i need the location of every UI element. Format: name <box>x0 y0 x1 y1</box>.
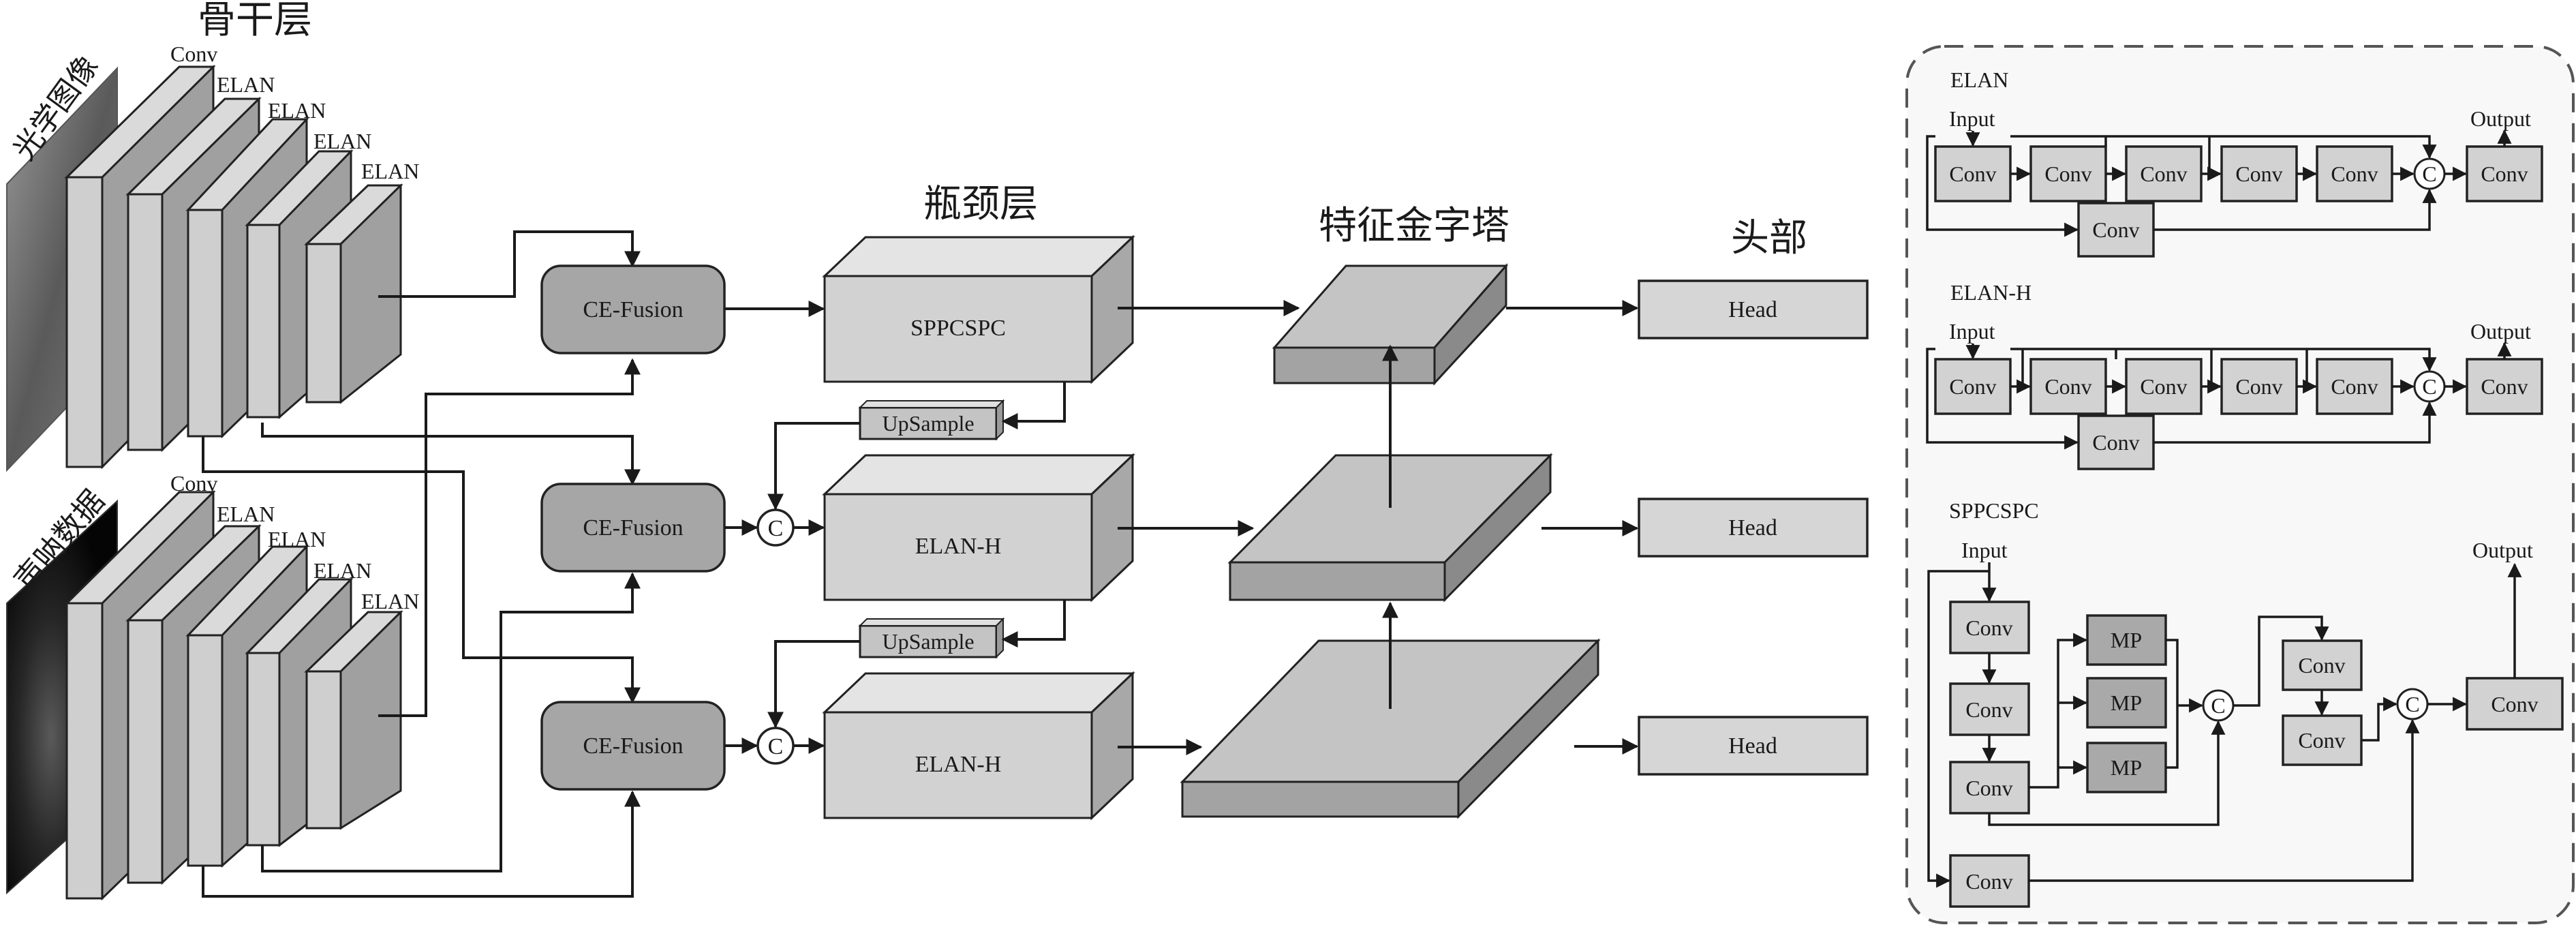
inset-elanh: ELAN-H Input Output Conv Conv Conv Conv … <box>1926 280 2543 470</box>
layer-label: ELAN <box>217 72 275 97</box>
svg-text:C: C <box>768 516 784 541</box>
layer-label: ELAN <box>361 589 419 613</box>
conv-label: Conv <box>2491 692 2538 716</box>
conv-label: Conv <box>2298 653 2345 678</box>
neck-title: 瓶颈层 <box>923 182 1038 226</box>
bottom-backbone: Conv ELAN ELAN ELAN ELAN <box>64 471 419 901</box>
neck-label: ELAN-H <box>915 752 1002 777</box>
layer-label: ELAN <box>268 98 326 123</box>
conv-label: Conv <box>2092 217 2139 242</box>
head-box-2: Head <box>1638 498 1869 558</box>
inset-elan: ELAN Input Output Conv Conv Conv Conv Co… <box>1926 67 2543 258</box>
conv-label: Conv <box>2331 374 2378 399</box>
concat-node: C <box>756 508 795 547</box>
conv-label: Conv <box>1965 869 2012 894</box>
conv-label: Conv <box>1965 616 2012 640</box>
neck-label: ELAN-H <box>915 534 1002 559</box>
inset-output-label: Output <box>2470 319 2531 344</box>
head-title: 头部 <box>1731 216 1807 260</box>
conv-label: Conv <box>2140 374 2187 399</box>
fusion-label: CE-Fusion <box>583 297 683 322</box>
inset-output-label: Output <box>2470 106 2531 131</box>
conv-label: Conv <box>1965 776 2012 800</box>
conv-label: Conv <box>2044 374 2091 399</box>
fusion-label: CE-Fusion <box>583 733 683 759</box>
inset-sppcspc: SPPCSPC Input Output Conv Conv Conv Conv… <box>1927 498 2564 908</box>
neck-sppcspc: SPPCSPC <box>822 234 1135 384</box>
layer-label: ELAN <box>268 527 326 551</box>
fusion-block-1: CE-Fusion <box>540 264 726 354</box>
pyramid-level-1 <box>1272 263 1509 386</box>
pyramid-level-2 <box>1227 453 1553 603</box>
concat-label: C <box>2405 692 2419 716</box>
concat-label: C <box>2422 374 2436 399</box>
conv-label: Conv <box>2235 162 2282 186</box>
top-backbone: Conv ELAN ELAN ELAN ELAN <box>64 42 419 470</box>
neck-elanh-2: ELAN-H <box>822 671 1135 821</box>
inset-input-label: Input <box>1949 319 1995 344</box>
conv-label: Conv <box>2092 430 2139 455</box>
mp-label: MP <box>2111 755 2142 780</box>
neck-label: SPPCSPC <box>910 316 1006 341</box>
inset-input-label: Input <box>1949 106 1995 131</box>
conv-label: Conv <box>2481 162 2528 186</box>
mp-label: MP <box>2111 690 2142 715</box>
layer-label: Conv <box>170 42 217 66</box>
concat-label: C <box>2422 162 2436 186</box>
head-label: Head <box>1728 515 1777 541</box>
conv-label: Conv <box>2044 162 2091 186</box>
backbone-title: 骨干层 <box>198 0 312 42</box>
neck-elanh-1: ELAN-H <box>822 453 1135 603</box>
detail-inset-panel: ELAN Input Output Conv Conv Conv Conv Co… <box>1905 45 2575 924</box>
svg-text:C: C <box>768 734 784 759</box>
fusion-block-2: CE-Fusion <box>540 483 726 573</box>
head-box-3: Head <box>1638 716 1869 776</box>
fusion-block-3: CE-Fusion <box>540 701 726 791</box>
concat-node: C <box>756 727 795 765</box>
layer-label: Conv <box>170 471 217 496</box>
inset-input-label: Input <box>1961 538 2008 562</box>
layer-label: ELAN <box>217 502 275 526</box>
conv-label: Conv <box>2298 728 2345 753</box>
upsample-box-1: UpSample <box>858 399 1005 441</box>
head-label: Head <box>1728 297 1777 322</box>
conv-label: Conv <box>2481 374 2528 399</box>
upsample-box-2: UpSample <box>858 617 1005 659</box>
fusion-label: CE-Fusion <box>583 515 683 541</box>
pyramid-level-3 <box>1180 638 1601 819</box>
inset-title: SPPCSPC <box>1949 498 2039 523</box>
backbone-slab <box>304 183 403 404</box>
layer-label: ELAN <box>361 159 419 183</box>
concat-label: C <box>2211 693 2225 718</box>
conv-label: Conv <box>1965 697 2012 722</box>
backbone-connectors <box>202 230 641 898</box>
upsample-label: UpSample <box>882 411 974 436</box>
mp-label: MP <box>2111 628 2142 652</box>
conv-label: Conv <box>2140 162 2187 186</box>
upsample-label: UpSample <box>882 629 974 654</box>
backbone-slab <box>304 610 403 830</box>
conv-label: Conv <box>1949 374 1996 399</box>
pyramid-title: 特征金字塔 <box>1319 204 1509 248</box>
inset-title: ELAN <box>1950 67 2008 92</box>
inset-title: ELAN-H <box>1950 280 2031 305</box>
head-box-1: Head <box>1638 279 1869 339</box>
layer-label: ELAN <box>313 558 371 583</box>
conv-label: Conv <box>1949 162 1996 186</box>
head-label: Head <box>1728 733 1777 759</box>
conv-label: Conv <box>2235 374 2282 399</box>
layer-label: ELAN <box>313 129 371 153</box>
inset-output-label: Output <box>2472 538 2533 562</box>
conv-label: Conv <box>2331 162 2378 186</box>
